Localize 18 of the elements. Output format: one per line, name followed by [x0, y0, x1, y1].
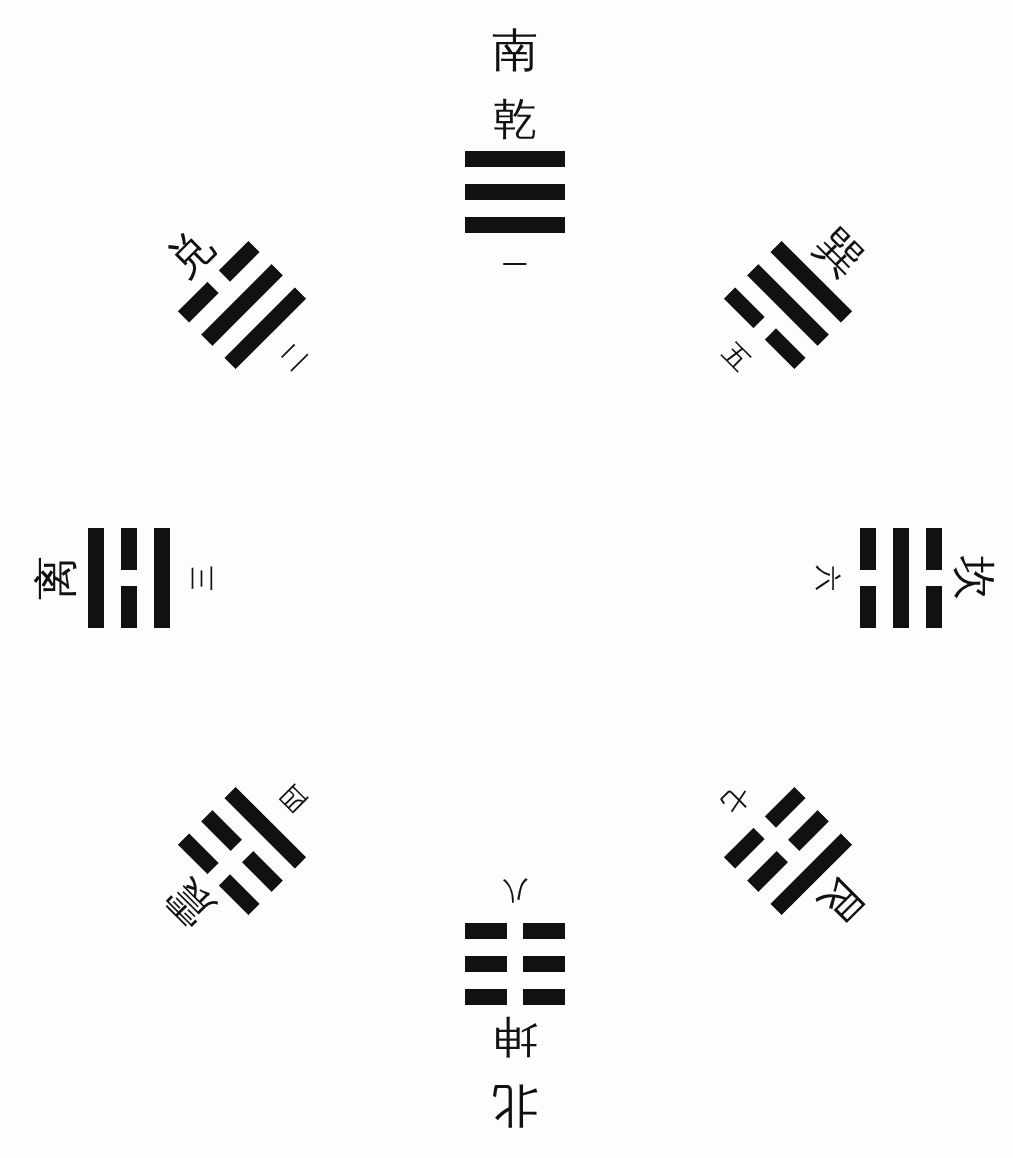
trigram-name: 兑: [159, 222, 222, 285]
trigram-number: 三: [189, 565, 215, 591]
trigram-name: 乾: [493, 97, 537, 141]
trigram-name: 艮: [808, 871, 871, 934]
trigram-number: 六: [815, 565, 841, 591]
trigram-name: 离: [34, 556, 78, 600]
direction-label: 北: [492, 1083, 538, 1129]
trigram-number: 四: [275, 780, 313, 818]
direction-label: 南: [492, 27, 538, 73]
trigram-name: 坎: [952, 556, 996, 600]
trigram-number: 五: [717, 338, 755, 376]
trigram-number: 八: [502, 878, 528, 904]
trigram-number: 七: [717, 780, 755, 818]
trigram-name: 震: [159, 871, 222, 934]
trigram-number: 二: [275, 338, 313, 376]
trigram-number: 一: [502, 252, 528, 278]
trigram-name: 坤: [493, 1015, 537, 1059]
trigram-name: 巽: [808, 222, 871, 285]
